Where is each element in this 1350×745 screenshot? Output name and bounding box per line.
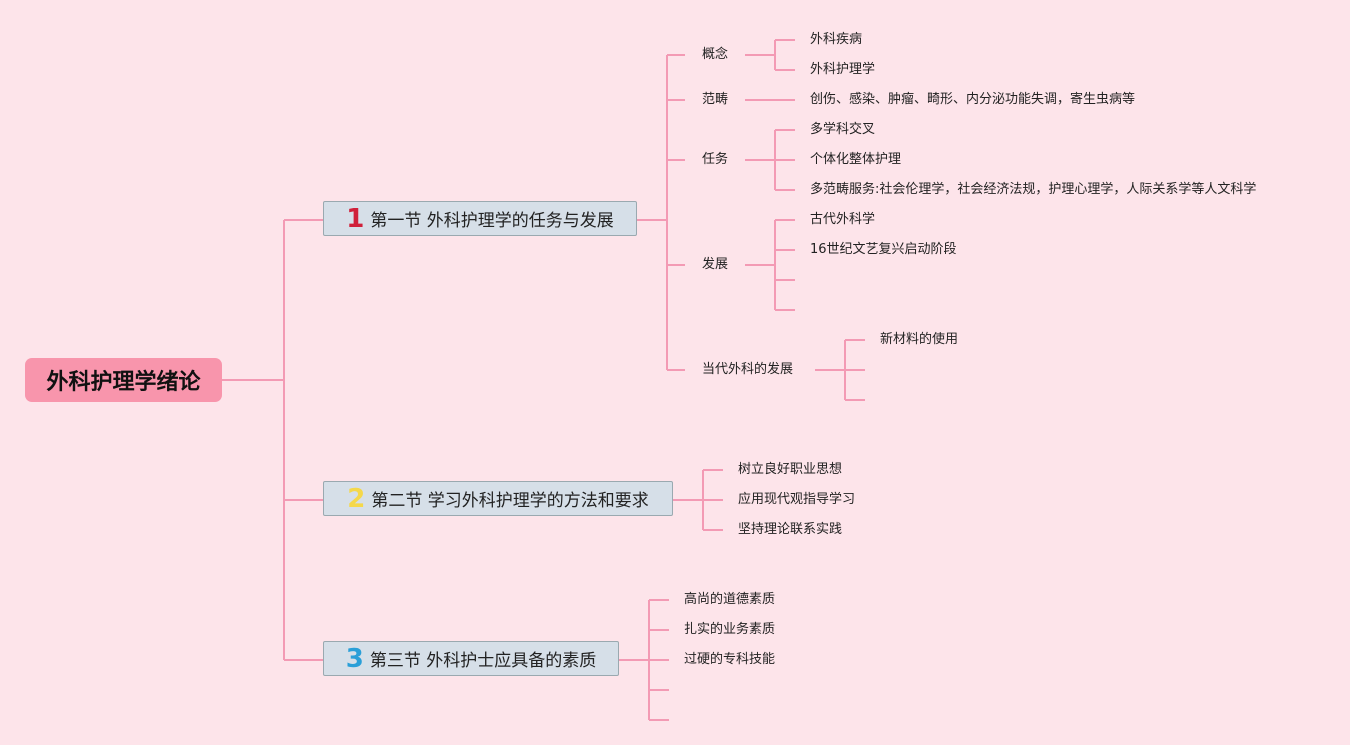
leaf-topic[interactable]: 16世纪文艺复兴启动阶段 — [810, 242, 957, 257]
subtopic[interactable]: 当代外科的发展 — [702, 362, 794, 377]
leaf-topic[interactable]: 多范畴服务:社会伦理学，社会经济法规，护理心理学，人际关系学等人文科学 — [810, 182, 1257, 197]
leaf-topic[interactable]: 多学科交叉 — [810, 122, 876, 137]
leaf-topic[interactable]: 高尚的道德素质 — [684, 592, 776, 607]
subtopic[interactable]: 任务 — [702, 152, 729, 167]
subtopic[interactable]: 范畴 — [702, 92, 729, 107]
section-title: 第三节 外科护士应具备的素质 — [369, 651, 597, 671]
section-number-badge: 3 — [345, 643, 364, 674]
leaf-topic[interactable]: 新材料的使用 — [880, 332, 959, 347]
leaf-topic[interactable]: 坚持理论联系实践 — [738, 522, 843, 537]
leaf-topic[interactable]: 扎实的业务素质 — [684, 622, 776, 637]
section-title: 第二节 学习外科护理学的方法和要求 — [371, 491, 649, 511]
leaf-topic[interactable]: 创伤、感染、肿瘤、畸形、内分泌功能失调，寄生虫病等 — [810, 92, 1136, 107]
section-number-badge: 2 — [347, 483, 366, 514]
root-topic[interactable]: 外科护理学绪论 — [25, 358, 222, 402]
leaf-topic[interactable]: 外科疾病 — [810, 32, 863, 47]
leaf-topic[interactable]: 过硬的专科技能 — [684, 652, 776, 667]
leaf-topic[interactable]: 应用现代观指导学习 — [738, 492, 856, 507]
leaf-topic[interactable]: 外科护理学 — [810, 62, 876, 77]
section-title: 第一节 外科护理学的任务与发展 — [370, 211, 614, 231]
subtopic[interactable]: 概念 — [702, 47, 729, 62]
section-3-topic[interactable]: 3 第三节 外科护士应具备的素质 — [323, 641, 619, 676]
section-2-topic[interactable]: 2 第二节 学习外科护理学的方法和要求 — [323, 481, 673, 516]
leaf-topic[interactable]: 古代外科学 — [810, 212, 876, 227]
section-1-topic[interactable]: 1 第一节 外科护理学的任务与发展 — [323, 201, 637, 236]
leaf-topic[interactable]: 树立良好职业思想 — [738, 462, 843, 477]
subtopic[interactable]: 发展 — [702, 257, 729, 272]
section-number-badge: 1 — [346, 203, 365, 234]
leaf-topic[interactable]: 个体化整体护理 — [810, 152, 902, 167]
root-title: 外科护理学绪论 — [46, 370, 201, 395]
